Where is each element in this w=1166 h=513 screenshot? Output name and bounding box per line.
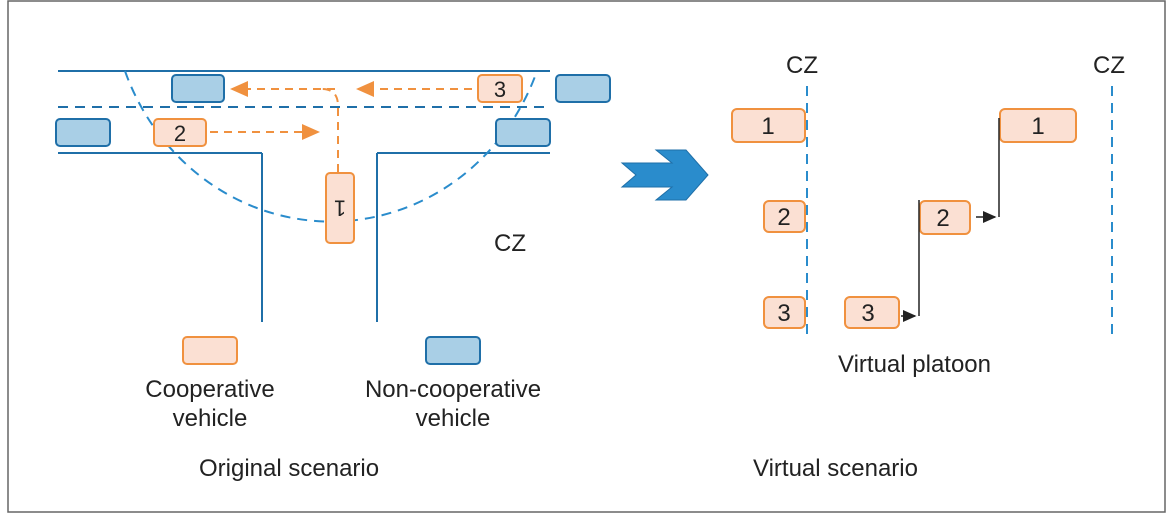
coop-vehicle-2	[153, 118, 207, 147]
virtual-vehicle-1-label: 1	[761, 113, 774, 140]
legend-coop-swatch	[182, 336, 238, 365]
legend-coop-label-line1: Cooperative	[145, 376, 275, 403]
virtual-cz-label-right: CZ	[1093, 52, 1125, 79]
legend-noncoop-label: Non-cooperative vehicle	[330, 375, 576, 433]
platoon-vehicle-1	[999, 108, 1077, 143]
noncoop-vehicle	[55, 118, 111, 147]
legend-noncoop-swatch	[425, 336, 481, 365]
coop-vehicle-3-label: 3	[494, 77, 506, 102]
legend-noncoop-label-line1: Non-cooperative	[364, 376, 542, 403]
coop-vehicle-1	[325, 172, 355, 244]
platoon-vehicle-3	[844, 296, 900, 329]
platoon-vehicle-2-label: 2	[936, 205, 949, 232]
virtual-left-column: 1 2 3	[731, 108, 806, 329]
figure-border	[7, 0, 1166, 513]
intersection-roads	[58, 70, 550, 322]
platoon-vehicle-2	[919, 200, 971, 235]
virtual-vehicle-1	[731, 108, 806, 143]
original-cz-label: CZ	[494, 230, 526, 257]
virtual-vehicle-3	[763, 296, 806, 329]
virtual-platoon-label: Virtual platoon	[838, 351, 991, 378]
cooperative-vehicles-original: 3 2 1	[153, 74, 523, 244]
coop-vehicle-3	[477, 74, 523, 103]
noncoop-vehicle	[495, 118, 551, 147]
coop-vehicle-1-label: 1	[334, 196, 346, 221]
platoon-vehicle-3-label: 3	[861, 300, 874, 327]
virtual-cz-lines	[806, 86, 1113, 340]
virtual-vehicle-2	[763, 200, 806, 233]
legend-noncoop-label-line2: vehicle	[415, 405, 491, 432]
legend-coop-label: Cooperative vehicle	[118, 375, 302, 433]
noncoop-vehicle	[171, 74, 225, 103]
platoon-vehicle-1-label: 1	[1031, 113, 1044, 140]
noncoop-vehicle	[555, 74, 611, 103]
vehicle-paths	[210, 81, 472, 172]
virtual-platoon: 3 2 1	[844, 108, 1077, 329]
virtual-cz-label-left: CZ	[786, 52, 818, 79]
virtual-vehicle-2-label: 2	[777, 204, 790, 231]
platoon-links	[901, 118, 1000, 322]
virtual-vehicle-3-label: 3	[777, 300, 790, 327]
legend-coop-label-line2: vehicle	[172, 405, 248, 432]
coop-vehicle-2-label: 2	[174, 121, 186, 146]
original-caption: Original scenario	[199, 455, 380, 482]
virtual-caption: Virtual scenario	[753, 455, 918, 482]
transition-arrow	[620, 149, 709, 201]
noncooperative-vehicles	[55, 74, 611, 147]
